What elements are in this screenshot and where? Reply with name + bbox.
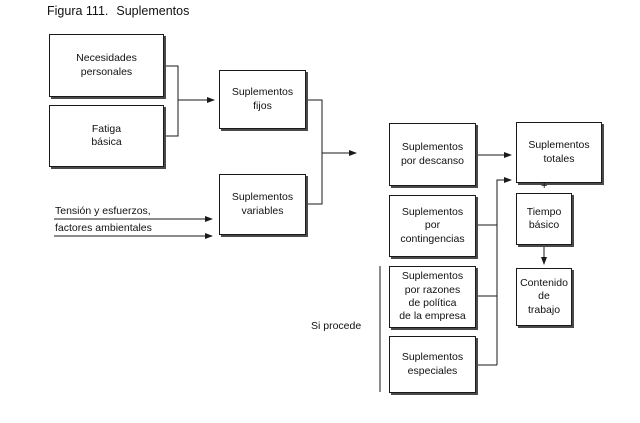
box-suplementos-totales: Suplementos totales [516, 122, 602, 183]
figure-caption: Figura 111. Suplementos [47, 4, 189, 18]
figure-title: Suplementos [116, 4, 190, 18]
box-suplementos-por-descanso: Suplementos por descanso [389, 123, 476, 186]
box-fatiga-basica: Fatiga básica [49, 105, 164, 167]
box-suplementos-por-contingencias: Suplementos por contingencias [389, 195, 476, 257]
box-suplementos-variables: Suplementos variables [219, 174, 306, 235]
box-suplementos-especiales: Suplementos especiales [389, 336, 476, 393]
box-necesidades-personales: Necesidades personales [49, 34, 164, 97]
figure-number: Figura 111. [47, 4, 109, 18]
box-contenido-de-trabajo: Contenido de trabajo [516, 268, 572, 326]
label-si-procede: Si procede [311, 320, 362, 332]
connector-fijos-variables [306, 99, 323, 205]
plus-sign: + [541, 180, 548, 192]
label-tension-y-esfuerzos: Tensión y esfuerzos, [55, 205, 151, 217]
box-tiempo-basico: Tiempo básico [516, 193, 572, 245]
box-suplementos-fijos: Suplementos fijos [219, 70, 306, 129]
box-suplementos-por-razones-de-politica: Suplementos por razones de política de l… [389, 266, 476, 328]
label-factores-ambientales: factores ambientales [55, 222, 152, 234]
connector-necesidades-fatiga [164, 65, 179, 137]
arrow-trunk-to-totales [496, 177, 512, 365]
